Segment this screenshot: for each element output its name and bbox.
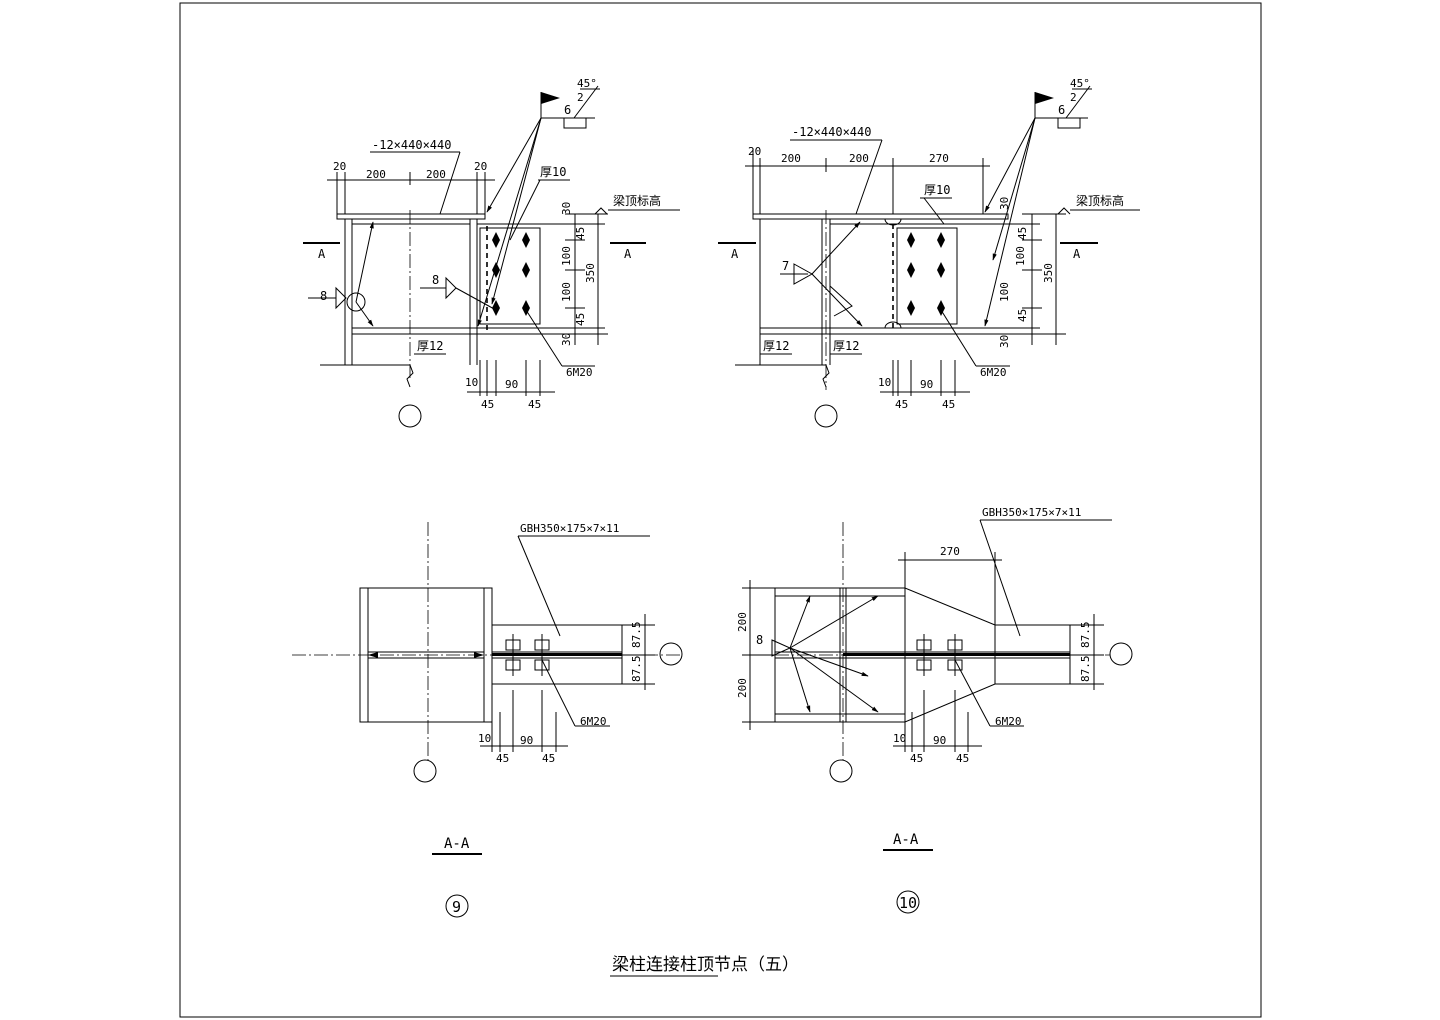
section-title: A-A xyxy=(893,832,919,848)
dim-right-3: 100 xyxy=(1014,246,1027,266)
dim-top-2: 200 xyxy=(781,152,801,165)
axis-bubble xyxy=(814,404,838,428)
dim-top-2: 200 xyxy=(366,168,386,181)
dim-right-5: 45 xyxy=(574,313,587,326)
stiffener-thk: 厚10 xyxy=(540,165,566,179)
dim-bottom-1: 10 xyxy=(878,376,891,389)
dim-bottom-1: 10 xyxy=(893,732,906,745)
plate-label: -12×440×440 xyxy=(372,138,451,152)
axis-bubble xyxy=(398,404,422,428)
section-mark-right: A xyxy=(624,247,632,261)
dim-total-height: 350 xyxy=(1042,263,1055,283)
dim-bottom-4: 45 xyxy=(942,398,955,411)
beam-top-label: 梁顶标高 xyxy=(613,193,661,208)
beam-label: GBH350×175×7×11 xyxy=(982,506,1081,519)
dim-top-4: 20 xyxy=(474,160,487,173)
weld-left-size: 8 xyxy=(756,633,763,647)
section-mark-right: A xyxy=(1073,247,1081,261)
beam-label: GBH350×175×7×11 xyxy=(520,522,619,535)
weld-size: 6 xyxy=(564,103,571,117)
dim-bottom-3: 45 xyxy=(910,752,923,765)
weld-angle: 45° xyxy=(1070,77,1090,90)
weld-left-size: 8 xyxy=(320,289,327,303)
detail-number: 9 xyxy=(452,898,461,916)
bolts-label: 6M20 xyxy=(980,366,1007,379)
axis-bubble xyxy=(659,642,683,666)
dim-bottom-4: 45 xyxy=(956,752,969,765)
plate-thk-2: 厚12 xyxy=(833,339,859,353)
dim-bottom-2: 90 xyxy=(933,734,946,747)
bolt-group xyxy=(907,232,945,316)
section-title: A-A xyxy=(444,836,470,852)
dim-bottom-2: 90 xyxy=(505,378,518,391)
dim-top: 270 xyxy=(940,545,960,558)
dim-top-3: 200 xyxy=(426,168,446,181)
dim-top-3: 200 xyxy=(849,152,869,165)
dim-top-1: 20 xyxy=(748,145,761,158)
section-mark-left: A xyxy=(318,247,326,261)
beam-top-label: 梁顶标高 xyxy=(1076,193,1124,208)
detail-10-section: 8 200 200 270 GBH350×175×7×11 87.5 87.5 … xyxy=(736,506,1133,914)
detail-number-circle xyxy=(445,894,469,918)
dim-bottom-1: 10 xyxy=(465,376,478,389)
drawing-border xyxy=(179,2,1262,1018)
dim-bottom-1: 10 xyxy=(478,732,491,745)
weld-left-size: 7 xyxy=(782,259,789,273)
bolt-group xyxy=(505,634,550,676)
dim-right-6: 30 xyxy=(998,335,1011,348)
dim-right-4: 100 xyxy=(560,282,573,302)
weld-flag-icon xyxy=(1034,85,1092,129)
detail-number: 10 xyxy=(899,894,917,912)
dim-total-height: 350 xyxy=(584,263,597,283)
dim-top-1: 20 xyxy=(333,160,346,173)
dim-bottom-2: 90 xyxy=(920,378,933,391)
dim-right-1: 30 xyxy=(560,202,573,215)
weld-gap: 2 xyxy=(577,91,584,104)
detail-9-elevation: 45° 2 6 -12×440×440 20 200 200 20 xyxy=(303,77,680,428)
plate-thk: 厚12 xyxy=(417,339,443,353)
detail-number-circle xyxy=(896,890,920,914)
dim-bottom-3: 45 xyxy=(481,398,494,411)
dim-left-2: 200 xyxy=(736,678,749,698)
weld-gap: 2 xyxy=(1070,91,1077,104)
detail-9-section: GBH350×175×7×11 87.5 87.5 6M20 10 90 45 … xyxy=(292,522,683,918)
dim-right-2: 87.5 xyxy=(1079,656,1092,683)
weld-flag-icon xyxy=(540,85,600,129)
dim-bottom-3: 45 xyxy=(895,398,908,411)
detail-10-elevation: 45° 2 6 -12×440×440 20 200 200 270 xyxy=(718,77,1140,428)
dim-right-1: 30 xyxy=(998,197,1011,210)
dim-right-2: 45 xyxy=(1016,227,1029,240)
plate-label: -12×440×440 xyxy=(792,125,871,139)
dim-top-4: 270 xyxy=(929,152,949,165)
axis-bubble xyxy=(829,759,853,783)
dim-right-2: 45 xyxy=(574,227,587,240)
section-mark-left: A xyxy=(731,247,739,261)
dim-right-2: 87.5 xyxy=(630,656,643,683)
dim-right-6: 30 xyxy=(560,333,573,346)
axis-bubble xyxy=(1109,642,1133,666)
dim-right-1: 87.5 xyxy=(630,622,643,649)
dim-left-1: 200 xyxy=(736,612,749,632)
stiffener-thk: 厚10 xyxy=(924,183,950,197)
dim-right-5: 45 xyxy=(1016,309,1029,322)
dim-right-4: 100 xyxy=(998,282,1011,302)
bolts-label: 6M20 xyxy=(995,715,1022,728)
dim-right-3: 100 xyxy=(560,246,573,266)
bolts-label: 6M20 xyxy=(566,366,593,379)
dim-bottom-3: 45 xyxy=(496,752,509,765)
weld-mid-size: 8 xyxy=(432,273,439,287)
weld-size: 6 xyxy=(1058,103,1065,117)
bolt-group xyxy=(492,232,530,316)
plate-thk: 厚12 xyxy=(763,339,789,353)
dim-bottom-4: 45 xyxy=(542,752,555,765)
dim-bottom-2: 90 xyxy=(520,734,533,747)
dim-right-1: 87.5 xyxy=(1079,622,1092,649)
dim-bottom-4: 45 xyxy=(528,398,541,411)
weld-angle: 45° xyxy=(577,77,597,90)
axis-bubble xyxy=(413,759,437,783)
drawing-title: 梁柱连接柱顶节点（五） xyxy=(612,955,799,975)
bolts-label: 6M20 xyxy=(580,715,607,728)
